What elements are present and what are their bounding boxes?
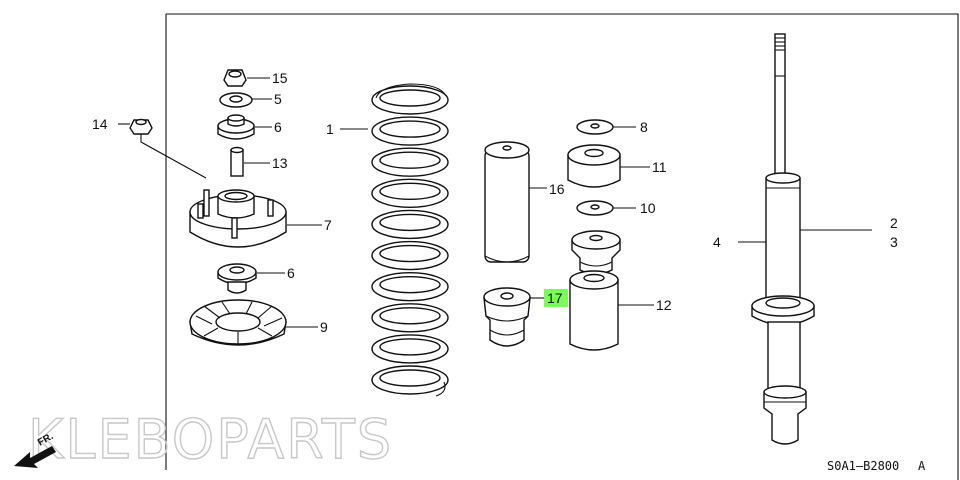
callout-15: 15 bbox=[272, 70, 288, 86]
part-5-washer[interactable] bbox=[219, 92, 253, 108]
callout-5: 5 bbox=[274, 91, 282, 107]
part-6-bushing-lower[interactable] bbox=[217, 263, 257, 294]
callout-2: 2 bbox=[890, 215, 898, 231]
spring-coil-inner bbox=[379, 369, 441, 387]
callout-16: 16 bbox=[549, 181, 565, 197]
spring-tail bbox=[435, 381, 446, 397]
callout-10: 10 bbox=[640, 200, 656, 216]
callout-8: 8 bbox=[640, 119, 648, 135]
callout-6-lower: 6 bbox=[287, 265, 295, 281]
callout-4: 4 bbox=[713, 234, 721, 250]
spring-coil-inner bbox=[379, 213, 441, 232]
part-10-washer[interactable] bbox=[576, 200, 614, 216]
part-7-mount-base[interactable] bbox=[189, 189, 287, 248]
part-12-bump-rubber[interactable] bbox=[569, 230, 621, 351]
callout-7: 7 bbox=[324, 217, 332, 233]
spring-head bbox=[375, 83, 447, 99]
part-14-flange-nut[interactable] bbox=[129, 118, 153, 135]
part-15-nut[interactable] bbox=[223, 69, 247, 87]
part-16-dust-boot[interactable] bbox=[484, 141, 530, 263]
spring-coil-inner bbox=[379, 275, 441, 294]
callout-17: 17 bbox=[547, 290, 563, 306]
spring-coil-inner bbox=[379, 182, 441, 201]
part-9-spring-seat[interactable] bbox=[189, 299, 287, 346]
spring-coil-inner bbox=[379, 307, 441, 325]
callout-12: 12 bbox=[656, 297, 672, 313]
callout-17-highlight bbox=[544, 289, 568, 307]
callout-6-upper: 6 bbox=[274, 119, 282, 135]
part-17-bump-stop[interactable] bbox=[483, 287, 531, 347]
callout-9: 9 bbox=[320, 319, 328, 335]
spring-coil-inner bbox=[379, 89, 441, 107]
part-8-washer[interactable] bbox=[576, 119, 614, 135]
part-2-3-shock-absorber[interactable] bbox=[751, 33, 815, 445]
part-13-collar[interactable] bbox=[230, 146, 244, 177]
callout-14: 14 bbox=[92, 116, 108, 132]
diagram-code: S0A1—B2800 bbox=[827, 459, 899, 473]
callout-3: 3 bbox=[890, 234, 898, 250]
diagram-frame bbox=[166, 13, 959, 480]
spring-coil-inner bbox=[379, 151, 441, 169]
callout-13: 13 bbox=[272, 155, 288, 171]
spring-coil-inner bbox=[379, 244, 441, 263]
spring-coil-inner bbox=[379, 120, 441, 138]
part-11-spacer[interactable] bbox=[567, 144, 621, 188]
callout-1: 1 bbox=[326, 121, 334, 137]
callout-11: 11 bbox=[652, 159, 667, 175]
spring-coil-inner bbox=[379, 338, 441, 356]
part-6-bushing-upper[interactable] bbox=[217, 114, 255, 140]
part-1-coil-spring[interactable] bbox=[371, 83, 449, 397]
diagram-code-suffix: A bbox=[918, 459, 926, 473]
watermark-text: KLEBOPARTS bbox=[28, 408, 393, 471]
